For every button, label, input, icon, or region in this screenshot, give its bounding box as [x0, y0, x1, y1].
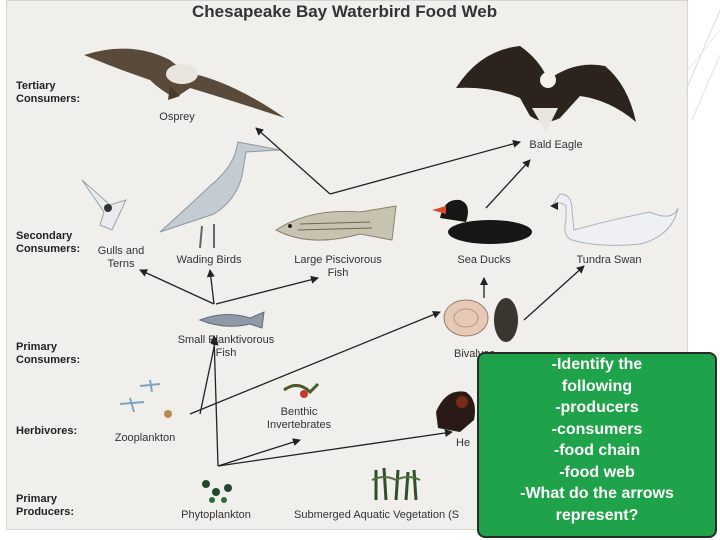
bivalve-illustration — [443, 298, 518, 342]
label-osprey: Osprey — [159, 111, 195, 123]
question-line: -What do the arrows — [520, 485, 674, 502]
tundra-swan-illustration — [550, 193, 679, 246]
diagram-title: Chesapeake Bay Waterbird Food Web — [192, 2, 498, 21]
sea-duck-illustration — [432, 199, 532, 244]
question-box: -Identify the following -producers -consume… — [477, 352, 717, 538]
question-line: following — [561, 377, 633, 395]
level-label-tertiary: Tertiary Consumers: — [16, 80, 81, 105]
benthic-invertebrate-illustration — [283, 382, 320, 398]
food-web-arrows — [139, 127, 585, 467]
bald-eagle-illustration — [456, 46, 636, 132]
label-bald-eagle: Bald Eagle — [529, 139, 583, 151]
slide-edge-decoration — [685, 9, 720, 121]
label-benthic-invertebrates: Benthic Invertebrates — [266, 406, 332, 431]
question-line: -Identify the — [551, 356, 643, 373]
phytoplankton-illustration — [202, 480, 232, 503]
label-zooplankton: Zooplankton — [114, 432, 176, 444]
question-list: -Identify the following -producers -consume… — [479, 354, 715, 526]
osprey-illustration — [84, 48, 285, 118]
label-tundra-swan: Tundra Swan — [576, 254, 642, 266]
label-herbivore-duck: He — [456, 437, 471, 449]
heron-illustration — [159, 141, 281, 249]
question-line: -producers — [555, 399, 639, 416]
label-planktivorous-fish: Small Planktivorous Fish — [177, 334, 275, 359]
label-gulls-terns: Gulls and Terns — [97, 245, 145, 270]
level-label-herbivores: Herbivores: — [16, 425, 78, 437]
level-label-secondary: Secondary Consumers: — [16, 230, 81, 255]
level-label-producers: Primary Producers: — [16, 493, 75, 518]
label-sea-ducks: Sea Ducks — [457, 254, 511, 266]
label-piscivorous-fish: Large Piscivorous Fish — [294, 254, 382, 279]
question-line: -food chain — [553, 442, 641, 459]
level-label-primary: Primary Consumers: — [16, 341, 81, 366]
herbivore-duck-illustration — [436, 391, 475, 432]
label-wading-birds: Wading Birds — [176, 254, 242, 266]
question-line: represent? — [555, 506, 639, 524]
striped-bass-illustration — [275, 205, 397, 241]
gull-illustration — [81, 179, 127, 231]
question-line: -food web — [559, 463, 635, 481]
label-submerged-aquatic-vegetation: Submerged Aquatic Vegetation (S — [294, 509, 460, 521]
label-phytoplankton: Phytoplankton — [181, 509, 251, 521]
small-fish-illustration — [198, 311, 265, 329]
question-line: -consumers — [551, 420, 643, 438]
zooplankton-illustration — [119, 379, 172, 418]
sav-illustration — [371, 467, 421, 501]
